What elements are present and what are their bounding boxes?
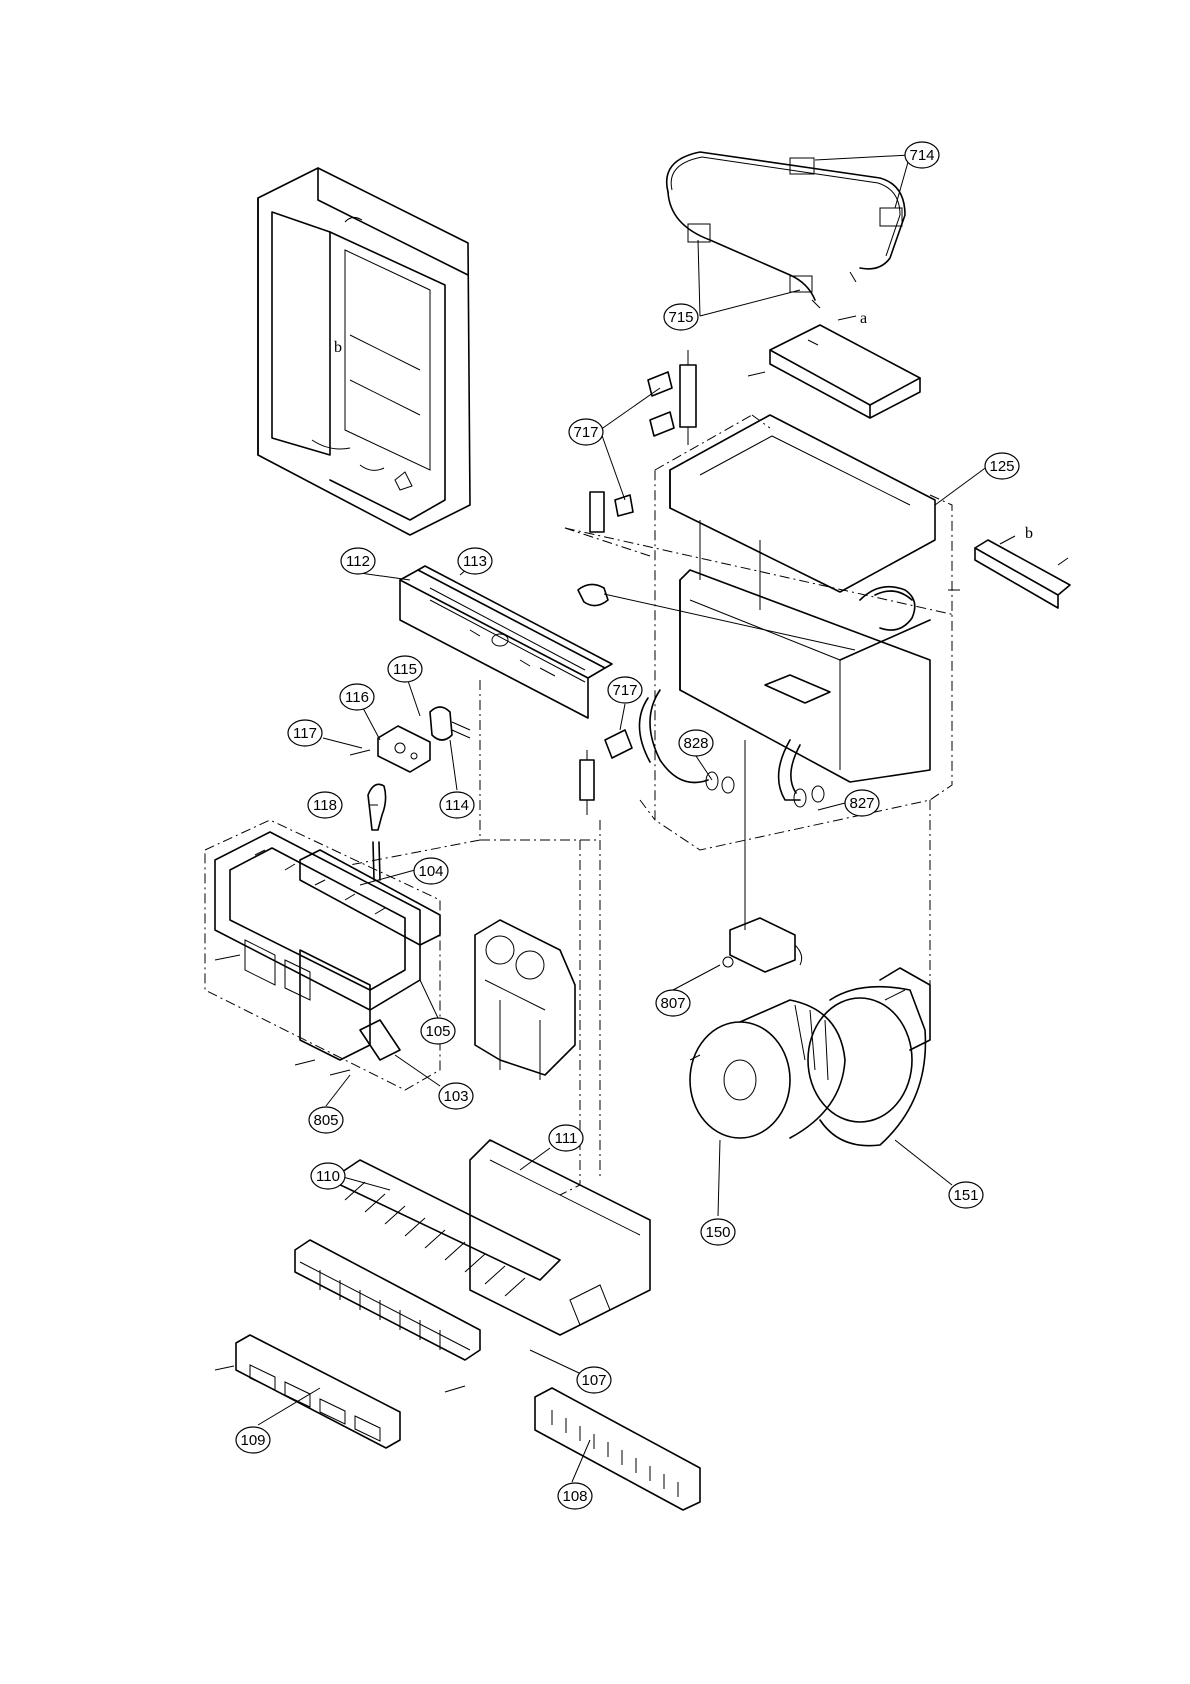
fan-housing-151 (808, 968, 930, 1146)
svg-text:828: 828 (683, 735, 708, 752)
callout-104: 104 (414, 858, 448, 884)
svg-text:827: 827 (849, 795, 874, 812)
svg-text:110: 110 (316, 1168, 340, 1185)
svg-text:116: 116 (345, 689, 369, 706)
ref-mark-b-top: b (1025, 525, 1033, 542)
burner-block (295, 1140, 650, 1360)
callout-107: 107 (577, 1367, 611, 1393)
leader-lines (258, 155, 988, 1482)
pressure-switch-807 (723, 740, 802, 972)
svg-text:103: 103 (443, 1088, 468, 1105)
svg-text:717: 717 (573, 424, 598, 441)
callout-151: 151 (949, 1182, 983, 1208)
callout-827: 827 (845, 790, 879, 816)
svg-text:807: 807 (660, 995, 685, 1012)
callout-105: 105 (421, 1018, 455, 1044)
callout-118: 118 (308, 792, 342, 818)
svg-text:151: 151 (953, 1187, 978, 1204)
svg-text:805: 805 (313, 1112, 338, 1129)
callout-112: 112 (341, 548, 375, 574)
svg-text:109: 109 (240, 1432, 265, 1449)
svg-text:118: 118 (313, 797, 337, 814)
svg-text:125: 125 (989, 458, 1014, 475)
callout-103: 103 (439, 1083, 473, 1109)
callout-717-top: 717 (569, 419, 603, 445)
svg-text:105: 105 (425, 1023, 450, 1040)
svg-text:717: 717 (612, 682, 637, 699)
top-bracket (748, 325, 920, 418)
svg-text:715: 715 (668, 309, 693, 326)
svg-text:114: 114 (445, 797, 469, 814)
callout-807: 807 (656, 990, 690, 1016)
wire-harness-loop (667, 152, 905, 308)
svg-text:108: 108 (562, 1488, 587, 1505)
ref-mark-b-casing: b (334, 339, 342, 356)
outer-casing: b (258, 168, 470, 535)
callout-715: 715 (664, 304, 698, 330)
callout-110: 110 (311, 1163, 345, 1189)
callout-805: 805 (309, 1107, 343, 1133)
side-bracket-right: b (948, 525, 1070, 608)
callout-108: 108 (558, 1483, 592, 1509)
svg-text:113: 113 (463, 553, 487, 570)
svg-text:115: 115 (393, 661, 417, 678)
callout-828: 828 (679, 730, 713, 756)
callout-109: 109 (236, 1427, 270, 1453)
svg-text:150: 150 (705, 1224, 730, 1241)
callout-717-mid: 717 (608, 677, 642, 703)
sensor-717-top (590, 350, 696, 532)
svg-text:714: 714 (909, 147, 934, 164)
callout-115: 115 (388, 656, 422, 682)
sensor-717-mid (580, 730, 632, 815)
callout-113: 113 (458, 548, 492, 574)
fan-motor-150 (690, 1000, 845, 1138)
burner-frame (215, 832, 440, 1075)
callout-117: 117 (288, 720, 322, 746)
svg-text:104: 104 (418, 863, 443, 880)
callout-150: 150 (701, 1219, 735, 1245)
svg-text:107: 107 (581, 1372, 606, 1389)
callout-714: 714 (905, 142, 939, 168)
callout-111: 111 (549, 1125, 583, 1151)
callout-125: 125 (985, 453, 1019, 479)
ref-mark-a: a (860, 310, 867, 327)
svg-text:112: 112 (346, 553, 370, 570)
gas-valve (475, 920, 575, 1080)
callout-116: 116 (340, 684, 374, 710)
svg-text:111: 111 (555, 1130, 578, 1147)
assembly-125-boundary (655, 415, 952, 850)
callout-114: 114 (440, 792, 474, 818)
svg-text:117: 117 (293, 725, 317, 742)
